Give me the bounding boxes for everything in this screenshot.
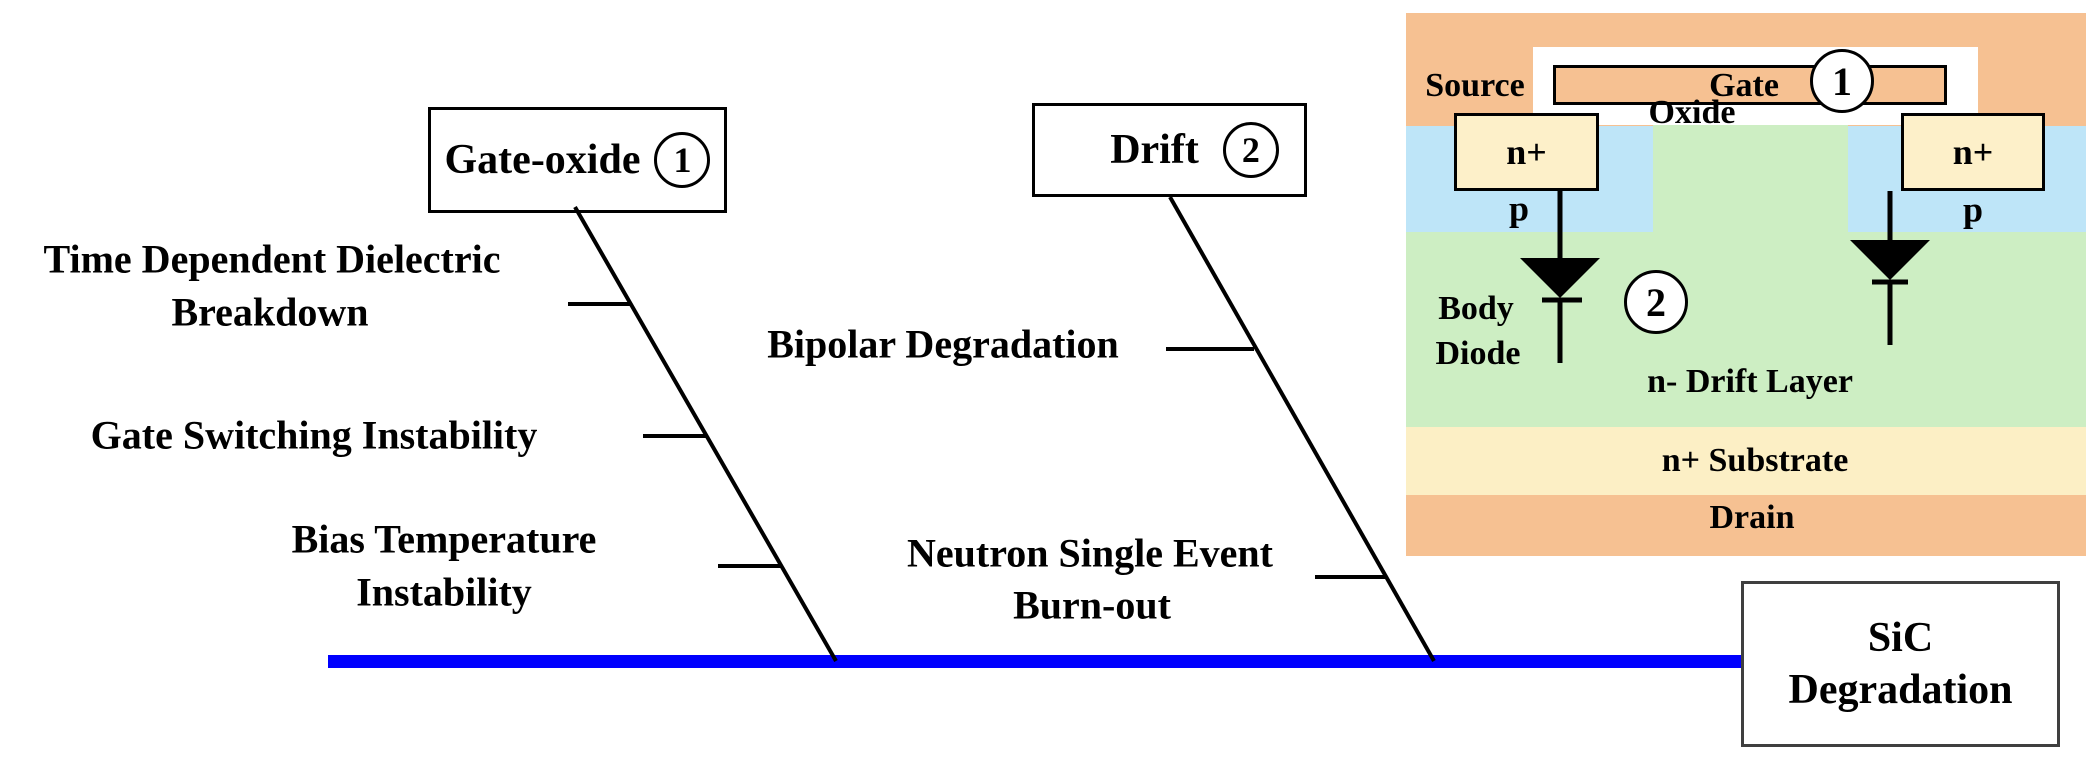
cause-bipolar-line1: Bipolar Degradation [767,321,1119,367]
mosfet-cross-section: n+ n+ Source Gate Oxide p p Body Diode n… [1406,13,2086,556]
drift-category-box: Drift 2 [1032,103,1307,197]
drift-layer-label: n- Drift Layer [1647,363,1853,400]
marker-1-circle: 1 [1810,49,1874,113]
p-right-label: p [1962,189,1984,230]
cause-gsi-line1: Gate Switching Instability [90,412,538,458]
body-diode-label-line1: Body [1438,290,1514,327]
cause-nseb-line1: Neutron Single Event [907,530,1273,576]
fishbone-spine [328,655,1741,668]
effect-box-sic-degradation: SiC Degradation [1741,581,2060,747]
marker-2-number: 2 [1646,279,1666,325]
gate-electrode [1553,65,1947,105]
p-left-label: p [1508,188,1530,229]
branch-line-drift [1168,196,1436,662]
cause-nseb-line2: Burn-out [1013,582,1171,628]
cause-tddb-line2: Breakdown [171,289,369,335]
cause-bti-line2: Instability [356,569,532,615]
n-plus-right-label: n+ [1952,132,1994,172]
substrate-label: n+ Substrate [1661,442,1849,479]
gate-oxide-category-box: Gate-oxide 1 [428,107,727,213]
branch-line-gate-oxide [573,206,838,662]
effect-label-line1: SiC [1867,615,1934,661]
drain-label: Drain [1709,499,1795,536]
gate-oxide-category-label: Gate-oxide [444,137,641,183]
body-diode-label-line2: Diode [1435,335,1521,372]
drift-number-circle: 2 [1222,122,1279,178]
cause-tddb-line1: Time Dependent Dielectric [43,236,501,282]
n-plus-left-label: n+ [1506,132,1547,172]
substrate-layer [1406,427,2086,495]
oxide-label: Oxide [1648,94,1736,131]
source-label: Source [1425,67,1525,104]
drift-number: 2 [1241,130,1260,170]
gate-oxide-number-circle: 1 [654,132,711,188]
marker-2-circle: 2 [1624,270,1688,334]
n-plus-region-right: n+ [1901,113,2045,191]
effect-label-line2: Degradation [1788,667,2013,713]
drain-metal-layer [1406,495,2086,556]
cause-bti-line1: Bias Temperature [291,516,597,562]
jfet-gap-region [1653,125,1848,232]
gate-oxide-number: 1 [673,140,692,180]
drift-layer [1406,232,2086,427]
n-plus-region-left: n+ [1454,113,1599,191]
gate-label: Gate [1709,67,1779,104]
drift-category-label: Drift [1110,127,1199,173]
marker-1-number: 1 [1832,58,1852,104]
